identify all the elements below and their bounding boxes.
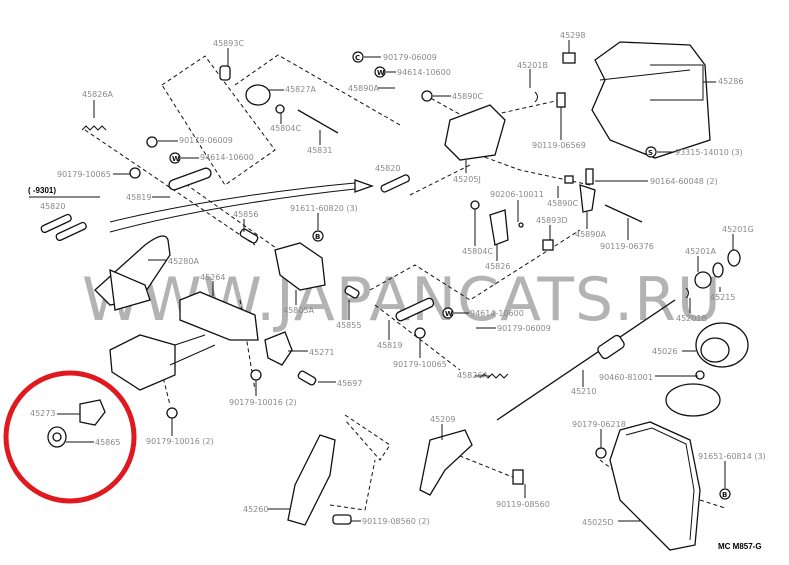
part-label: 91651-60814 (3) xyxy=(698,452,766,461)
part-label: 90179-10065 xyxy=(393,360,447,369)
part-label: 90460-81001 xyxy=(599,373,653,382)
screw-symbol: S xyxy=(645,146,657,158)
part-labels: 45893C 90179-06009 94614-10600 45890A 45… xyxy=(28,31,766,551)
part-label: 45271 xyxy=(309,348,334,357)
part-label: 90179-10016 (2) xyxy=(146,437,214,446)
part-label: 45264 xyxy=(200,273,225,282)
part-label: 45201B xyxy=(517,61,548,70)
part-label: 45827A xyxy=(285,85,316,94)
part-label: 90179-06009 xyxy=(179,136,233,145)
part-label: 45201B xyxy=(676,314,707,323)
part-label: 45205J xyxy=(453,175,481,184)
part-label: 90179-06009 xyxy=(497,324,551,333)
svg-text:C: C xyxy=(355,54,360,62)
part-label: 45826A xyxy=(82,90,113,99)
part-label: 90179-10065 xyxy=(57,170,111,179)
part-label: 45856 xyxy=(233,210,258,219)
bolt-symbol: B xyxy=(312,230,324,242)
part-label: 93315-14010 (3) xyxy=(675,148,743,157)
part-label: 94614-10600 xyxy=(200,153,254,162)
part-label: 45697 xyxy=(337,379,362,388)
part-label: 45893C xyxy=(213,39,244,48)
part-label: 45819 xyxy=(377,341,402,350)
part-label: 45820 xyxy=(375,164,400,173)
part-label: 94614-10600 xyxy=(397,68,451,77)
part-label: 45826 xyxy=(485,262,510,271)
svg-text:W: W xyxy=(172,155,180,163)
highlight-circle xyxy=(3,370,137,504)
svg-text:B: B xyxy=(722,491,727,499)
part-label: 45855 xyxy=(336,321,361,330)
part-label: 45260 xyxy=(243,505,268,514)
part-label: 45890A xyxy=(348,84,379,93)
part-label: 45820 xyxy=(40,202,65,211)
svg-text:W: W xyxy=(377,69,385,77)
part-label: 94614-10600 xyxy=(470,309,524,318)
part-label: 90179-06009 xyxy=(383,53,437,62)
part-label: 90119-06569 xyxy=(532,141,586,150)
part-label: 45273 xyxy=(30,409,55,418)
part-label: 45210 xyxy=(571,387,596,396)
part-label: 45280A xyxy=(168,257,199,266)
part-shapes xyxy=(40,41,749,551)
part-label: 45893D xyxy=(536,216,568,225)
nut-symbol: C xyxy=(352,51,364,63)
part-label: 45890C xyxy=(547,199,578,208)
part-label: 90119-08560 xyxy=(496,500,550,509)
part-label: 45286 xyxy=(718,77,743,86)
svg-text:B: B xyxy=(315,233,320,241)
fastener-symbols: W W W C B B S xyxy=(169,51,731,500)
direction-arrow xyxy=(109,179,374,233)
part-label: 45865 xyxy=(95,438,120,447)
washer-symbol: W xyxy=(169,152,181,164)
part-label: 90164-60048 (2) xyxy=(650,177,718,186)
leader-lines xyxy=(29,40,734,522)
part-label: 45819 xyxy=(126,193,151,202)
part-label: 90179-10016 (2) xyxy=(229,398,297,407)
svg-text:S: S xyxy=(648,149,653,157)
part-label: 90179-06218 xyxy=(572,420,626,429)
part-label: 45805A xyxy=(283,306,314,315)
date-range-label: ( -9301) xyxy=(28,186,56,195)
part-label: 45826A xyxy=(457,371,488,380)
part-label: 45804C xyxy=(270,124,301,133)
part-label: 45201A xyxy=(685,247,716,256)
part-label: 91611-60820 (3) xyxy=(290,204,358,213)
part-label: 45831 xyxy=(307,146,332,155)
part-label: 45890A xyxy=(575,230,606,239)
part-label: 45298 xyxy=(560,31,585,40)
part-label: 90119-06376 xyxy=(600,242,654,251)
part-label: 45026 xyxy=(652,347,677,356)
watermark: WWW.JAPANCATS.RU xyxy=(82,265,722,335)
washer-symbol: W xyxy=(442,307,454,319)
part-label: 45025D xyxy=(582,518,614,527)
part-label: 45215 xyxy=(710,293,735,302)
part-label: 45209 xyxy=(430,415,455,424)
diagram-code: MC M857-G xyxy=(718,542,762,551)
washer-symbol: W xyxy=(374,66,386,78)
part-label: 45804C xyxy=(462,247,493,256)
bolt-symbol: B xyxy=(719,488,731,500)
part-label: 45201G xyxy=(722,225,754,234)
part-label: 90206-10011 xyxy=(490,190,544,199)
part-label: 45890C xyxy=(452,92,483,101)
part-label: 90119-08560 (2) xyxy=(362,517,430,526)
svg-text:W: W xyxy=(445,310,453,318)
